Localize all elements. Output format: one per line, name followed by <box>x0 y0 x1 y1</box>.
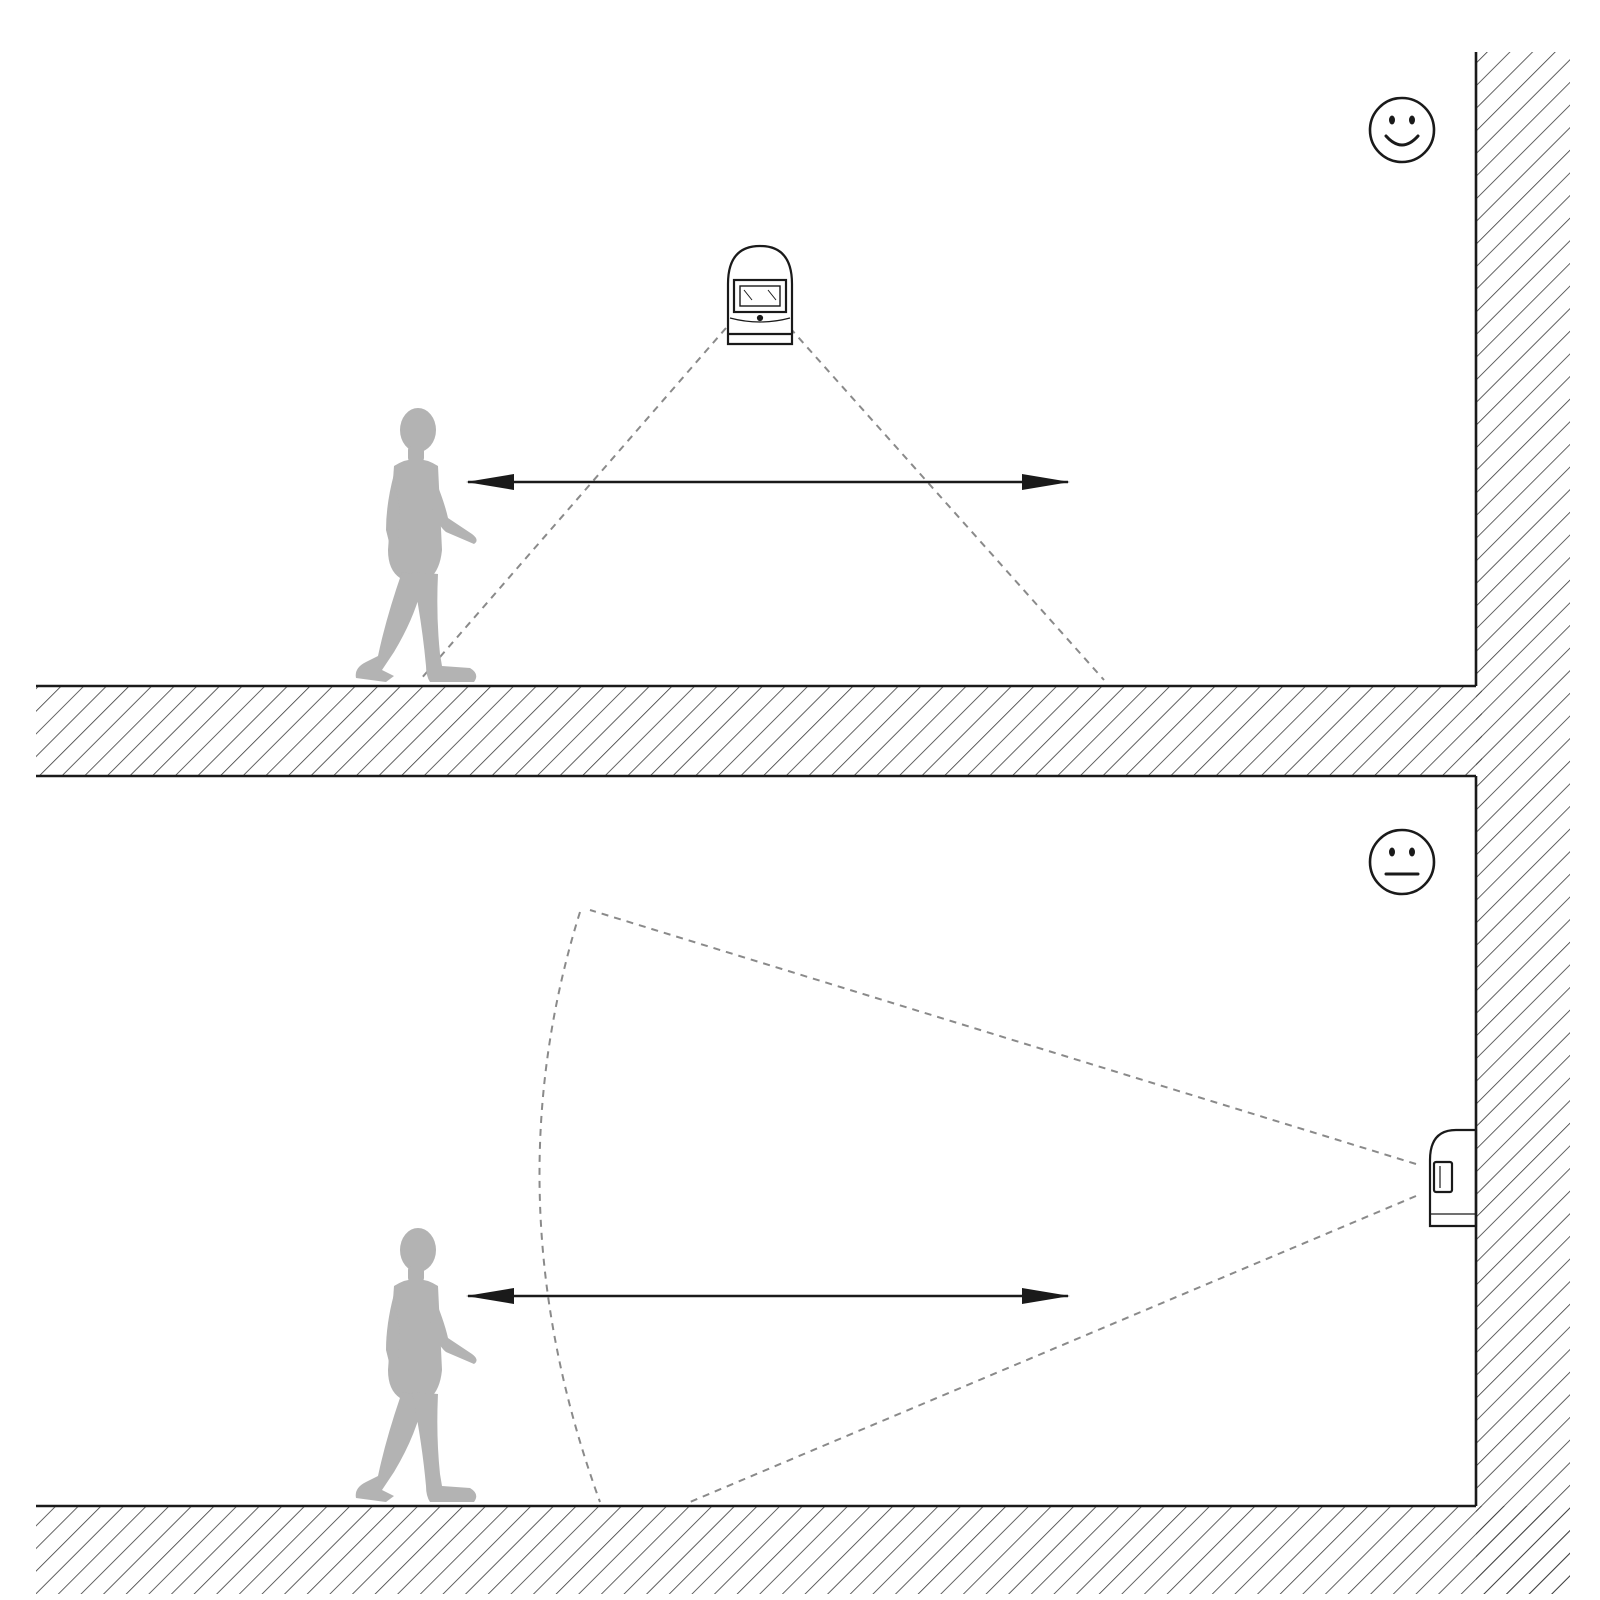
floor-slab-bottom <box>36 1506 1570 1594</box>
right-wall <box>1474 52 1570 1594</box>
scene-ceiling-mount <box>36 96 1482 778</box>
smiley-neutral-icon <box>1368 828 1436 896</box>
smiley-happy-icon <box>1368 96 1436 164</box>
floor-slab-top <box>36 686 1482 776</box>
motion-sensor-side-icon <box>1428 1128 1478 1228</box>
motion-sensor-front-icon <box>726 244 794 346</box>
detection-cone-top <box>419 327 1105 681</box>
walking-person-icon <box>355 1228 477 1502</box>
scene-wall-mount <box>36 828 1570 1594</box>
detection-cone-bottom <box>538 909 1417 1503</box>
walking-person-icon <box>355 408 477 682</box>
